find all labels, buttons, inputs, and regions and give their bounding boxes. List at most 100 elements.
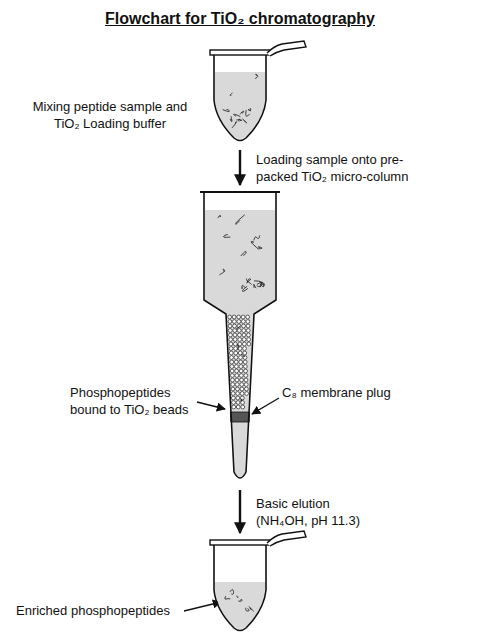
- tio2-bead: [237, 329, 241, 333]
- tube-node: Mixing peptide sample and TiO₂ Loading b…: [212, 50, 268, 142]
- tio2-bead: [238, 338, 242, 342]
- tio2-bead: [245, 392, 249, 396]
- peptide-strand: [230, 590, 234, 595]
- tio2-bead: [243, 351, 247, 355]
- peptide-strand: [246, 110, 250, 116]
- tio2-bead: [235, 374, 239, 378]
- tio2-bead: [230, 374, 234, 378]
- tio2-bead: [233, 329, 237, 333]
- tio2-bead: [246, 320, 250, 324]
- tio2-bead: [232, 401, 236, 405]
- tio2-bead: [233, 338, 237, 342]
- peptide-strand: [246, 279, 251, 285]
- liquid: [215, 72, 265, 139]
- tio2-bead: [236, 405, 240, 409]
- peptide-strand: [255, 74, 258, 78]
- tio2-bead: [244, 369, 248, 373]
- tio2-bead: [237, 315, 241, 319]
- flow-arrow: [239, 150, 241, 185]
- callout-label: Phosphopeptides bound to TiO₂ beads: [70, 384, 198, 418]
- tio2-bead: [240, 378, 244, 382]
- peptide-strand: [240, 111, 244, 114]
- tube-node: Enriched phosphopeptides: [212, 540, 268, 632]
- peptide-strand: [254, 281, 264, 287]
- peptide-strand: [246, 608, 250, 611]
- peptide-strand: [248, 108, 251, 111]
- tio2-bead: [228, 324, 232, 328]
- tio2-bead: [242, 324, 246, 328]
- tio2-bead: [247, 338, 251, 342]
- tio2-bead: [229, 338, 233, 342]
- tio2-bead: [235, 383, 239, 387]
- peptide-strand: [237, 345, 239, 350]
- tio2-bead: [237, 324, 241, 328]
- tio2-bead: [239, 369, 243, 373]
- peptide-strand: [254, 235, 260, 240]
- peptide-strand: [242, 119, 246, 123]
- c8-plug: [230, 412, 249, 422]
- tio2-bead: [244, 383, 248, 387]
- tio2-bead: [244, 378, 248, 382]
- tio2-bead: [230, 356, 234, 360]
- tio2-bead: [230, 360, 234, 364]
- tio2-bead: [236, 387, 240, 391]
- tio2-bead: [245, 387, 249, 391]
- tio2-bead: [242, 342, 246, 346]
- tio2-bead: [229, 333, 233, 337]
- tube-lid: [267, 531, 306, 546]
- tio2-bead: [229, 342, 233, 346]
- tio2-bead: [236, 392, 240, 396]
- callout-label: Enriched phosphopeptides: [16, 602, 170, 619]
- tio2-bead: [240, 387, 244, 391]
- tio2-bead: [237, 320, 241, 324]
- tio2-bead: [246, 315, 250, 319]
- tube-outline: [214, 54, 266, 141]
- peptide-strand: [257, 283, 262, 287]
- tio2-bead: [229, 351, 233, 355]
- peptide-strand: [236, 119, 239, 121]
- tio2-bead: [242, 338, 246, 342]
- tio2-bead: [228, 320, 232, 324]
- tio2-bead: [230, 365, 234, 369]
- tio2-bead: [235, 369, 239, 373]
- liquid: [215, 582, 265, 629]
- tio2-bead: [233, 324, 237, 328]
- flow-arrow: [239, 490, 241, 533]
- peptide-strand: [249, 606, 254, 611]
- tio2-bead: [239, 360, 243, 364]
- tio2-bead: [232, 315, 236, 319]
- tio2-bead: [244, 374, 248, 378]
- tio2-bead: [242, 333, 246, 337]
- tube-drawing: [212, 540, 268, 632]
- tio2-bead: [247, 342, 251, 346]
- tio2-bead: [241, 320, 245, 324]
- tio2-bead: [243, 365, 247, 369]
- tio2-bead: [241, 315, 245, 319]
- tio2-bead: [243, 347, 247, 351]
- tio2-bead: [232, 405, 236, 409]
- tio2-bead: [231, 378, 235, 382]
- tio2-bead: [231, 387, 235, 391]
- title: Flowchart for TiO₂ chromatography: [0, 10, 480, 28]
- tio2-bead: [239, 374, 243, 378]
- tio2-bead: [239, 356, 243, 360]
- tio2-bead: [238, 333, 242, 337]
- peptide-strand: [238, 599, 242, 601]
- peptide-strand: [230, 93, 233, 96]
- peptide-strand: [242, 285, 246, 288]
- peptide-strand: [234, 114, 241, 117]
- peptide-strand: [258, 247, 262, 249]
- tio2-bead: [240, 392, 244, 396]
- leader-arrow: [197, 402, 225, 409]
- tio2-bead: [228, 315, 232, 319]
- peptide-strand: [236, 215, 245, 224]
- tio2-bead: [246, 324, 250, 328]
- tio2-bead: [229, 347, 233, 351]
- tio2-bead: [231, 392, 235, 396]
- tio2-bead: [236, 401, 240, 405]
- column-outline: [204, 192, 276, 478]
- peptide-strand: [230, 116, 232, 121]
- tube-drawing: [212, 50, 268, 142]
- tio2-bead: [241, 405, 245, 409]
